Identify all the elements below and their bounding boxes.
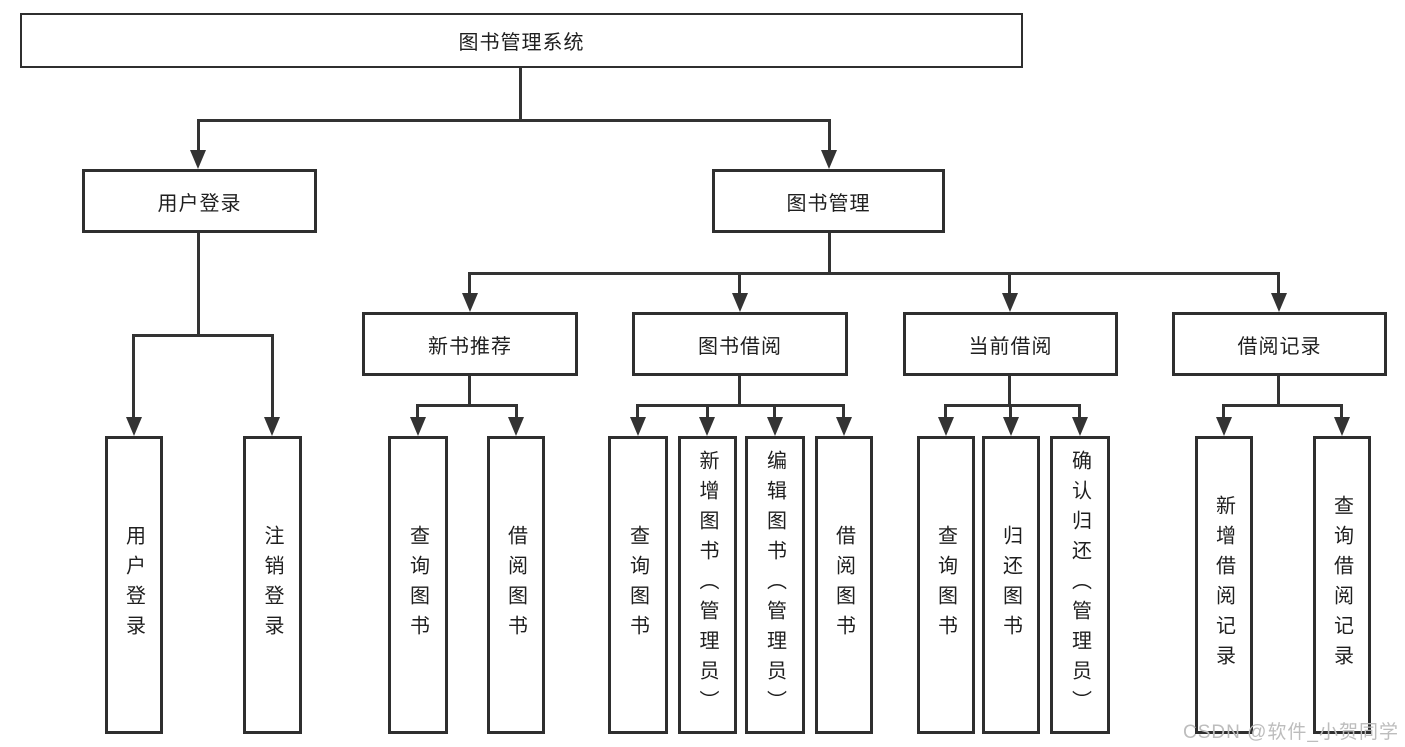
arrow-down-icon bbox=[767, 417, 783, 436]
connector-line bbox=[1078, 404, 1081, 420]
leaf-query-record: 查询借阅记录 bbox=[1313, 436, 1371, 734]
node-label: 图书管理 bbox=[786, 192, 871, 215]
arrow-down-icon bbox=[126, 417, 142, 436]
connector-line bbox=[1009, 404, 1012, 420]
leaf-borrow-book-rec: 借阅图书 bbox=[487, 436, 545, 734]
arrow-down-icon bbox=[410, 417, 426, 436]
node-root: 图书管理系统 bbox=[20, 13, 1023, 68]
leaf-query-book-borrow: 查询图书 bbox=[608, 436, 668, 734]
connector-line bbox=[706, 404, 709, 420]
connector-line bbox=[416, 404, 419, 420]
arrow-down-icon bbox=[821, 150, 837, 169]
connector-line bbox=[1008, 272, 1011, 296]
leaf-add-book: 新增图书（管理员） bbox=[678, 436, 737, 734]
connector-line bbox=[416, 404, 518, 407]
leaf-label: 查询借阅记录 bbox=[1330, 495, 1353, 675]
leaf-add-record: 新增借阅记录 bbox=[1195, 436, 1253, 734]
leaf-label: 注销登录 bbox=[261, 525, 283, 645]
connector-line bbox=[944, 404, 947, 420]
connector-line bbox=[1277, 376, 1280, 407]
arrow-down-icon bbox=[732, 293, 748, 312]
connector-line bbox=[132, 334, 135, 420]
arrow-down-icon bbox=[1003, 417, 1019, 436]
connector-line bbox=[636, 404, 639, 420]
arrow-down-icon bbox=[508, 417, 524, 436]
connector-line bbox=[842, 404, 845, 420]
watermark-text: CSDN @软件_小贺同学 bbox=[1183, 722, 1399, 743]
connector-line bbox=[271, 334, 274, 420]
leaf-label: 借阅图书 bbox=[504, 525, 527, 645]
node-label: 借阅记录 bbox=[1237, 335, 1322, 358]
leaf-label: 确认归还（管理员） bbox=[1068, 450, 1091, 720]
connector-line bbox=[1340, 404, 1343, 420]
leaf-label: 查询图书 bbox=[934, 525, 957, 645]
arrow-down-icon bbox=[1271, 293, 1287, 312]
leaf-label: 归还图书 bbox=[999, 525, 1022, 645]
connector-line bbox=[519, 68, 522, 122]
leaf-logout: 注销登录 bbox=[243, 436, 302, 734]
connector-line bbox=[132, 334, 274, 337]
arrow-down-icon bbox=[630, 417, 646, 436]
arrow-down-icon bbox=[462, 293, 478, 312]
leaf-label: 查询图书 bbox=[406, 525, 429, 645]
node-label: 新书推荐 bbox=[428, 335, 512, 358]
connector-line bbox=[828, 233, 831, 275]
connector-line bbox=[738, 272, 741, 296]
leaf-query-book-current: 查询图书 bbox=[917, 436, 975, 734]
connector-line bbox=[515, 404, 518, 420]
leaf-label: 新增借阅记录 bbox=[1212, 495, 1235, 675]
node-borrow-records: 借阅记录 bbox=[1172, 312, 1387, 376]
node-label: 图书管理系统 bbox=[458, 32, 585, 54]
leaf-label: 编辑图书（管理员） bbox=[763, 450, 786, 720]
connector-line bbox=[197, 119, 831, 122]
connector-line bbox=[1008, 376, 1011, 407]
leaf-edit-book: 编辑图书（管理员） bbox=[745, 436, 805, 734]
connector-line bbox=[636, 404, 845, 407]
leaf-user-login: 用户登录 bbox=[105, 436, 163, 734]
connector-line bbox=[738, 376, 741, 407]
connector-line bbox=[468, 272, 1280, 275]
arrow-down-icon bbox=[836, 417, 852, 436]
connector-line bbox=[773, 404, 776, 420]
leaf-label: 用户登录 bbox=[122, 525, 145, 645]
arrow-down-icon bbox=[938, 417, 954, 436]
node-book-mgmt: 图书管理 bbox=[712, 169, 945, 233]
connector-line bbox=[1222, 404, 1225, 420]
connector-line bbox=[1222, 404, 1343, 407]
connector-line bbox=[197, 119, 200, 153]
connector-line bbox=[1277, 272, 1280, 296]
arrow-down-icon bbox=[1002, 293, 1018, 312]
connector-line bbox=[197, 233, 200, 337]
leaf-label: 借阅图书 bbox=[832, 525, 855, 645]
node-current-borrow: 当前借阅 bbox=[903, 312, 1118, 376]
node-user-login: 用户登录 bbox=[82, 169, 317, 233]
arrow-down-icon bbox=[1072, 417, 1088, 436]
arrow-down-icon bbox=[190, 150, 206, 169]
node-new-book-rec: 新书推荐 bbox=[362, 312, 578, 376]
node-book-borrow: 图书借阅 bbox=[632, 312, 848, 376]
connector-line bbox=[468, 272, 471, 296]
arrow-down-icon bbox=[699, 417, 715, 436]
leaf-label: 查询图书 bbox=[626, 525, 649, 645]
arrow-down-icon bbox=[1334, 417, 1350, 436]
node-label: 用户登录 bbox=[157, 192, 242, 215]
connector-line bbox=[828, 119, 831, 153]
leaf-confirm-return: 确认归还（管理员） bbox=[1050, 436, 1110, 734]
leaf-return-book: 归还图书 bbox=[982, 436, 1040, 734]
leaf-borrow-book-borrow: 借阅图书 bbox=[815, 436, 873, 734]
connector-line bbox=[468, 376, 471, 407]
arrow-down-icon bbox=[1216, 417, 1232, 436]
leaf-label: 新增图书（管理员） bbox=[696, 450, 718, 720]
node-label: 图书借阅 bbox=[698, 335, 782, 358]
node-label: 当前借阅 bbox=[968, 335, 1053, 358]
leaf-query-book-rec: 查询图书 bbox=[388, 436, 448, 734]
connector-line bbox=[944, 404, 1081, 407]
arrow-down-icon bbox=[264, 417, 280, 436]
